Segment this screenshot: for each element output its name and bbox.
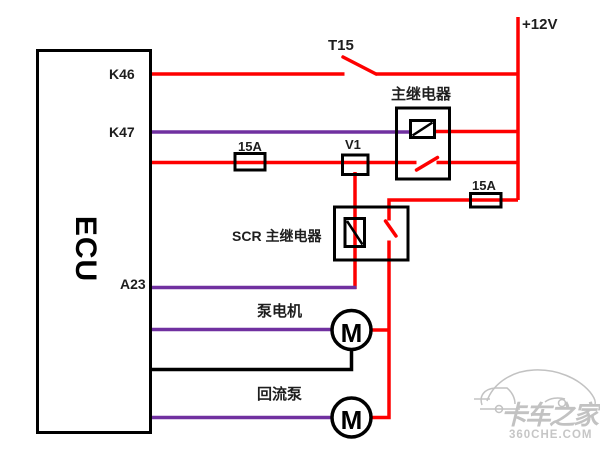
switch-t15-blade	[341, 55, 378, 76]
watermark-truck-icon	[474, 369, 596, 414]
pump-motor-label: 泵电机	[257, 303, 303, 320]
diode-v1-box	[341, 153, 370, 176]
watermark-site: 360CHE.COM	[509, 429, 593, 441]
fuse-left-box	[233, 152, 267, 172]
main-relay-coil	[409, 119, 436, 139]
scr-relay-box	[333, 205, 410, 262]
pump-motor-symbol: M	[340, 318, 363, 348]
pin-label-k47: K47	[109, 124, 135, 140]
diode-v1-label: V1	[345, 137, 361, 152]
main-relay-box	[395, 106, 451, 181]
main-relay-coil-diagonal	[411, 121, 434, 137]
mainrelay-contact-blade	[414, 155, 440, 172]
scr-contact-blade	[383, 219, 398, 238]
return-pump-symbol: M	[340, 405, 363, 435]
ecu-title: ECU	[69, 215, 102, 283]
main-relay-label: 主继电器	[391, 86, 452, 103]
wire-pump-ground	[152, 349, 354, 372]
ecu-box	[36, 49, 152, 434]
scr-relay-coil	[343, 217, 366, 248]
pump-motor-circle	[330, 308, 373, 352]
return-pump-label: 回流泵	[257, 386, 303, 403]
fuse-left-label: 15A	[238, 139, 262, 154]
pin-label-a23: A23	[120, 276, 146, 292]
switch-t15-label: T15	[328, 37, 354, 54]
watermark-brand: 卡车之家	[501, 400, 599, 430]
wire-12v-to-scr-contact	[387, 198, 518, 221]
power-label: +12V	[522, 16, 558, 33]
scr-relay-label: SCR 主继电器	[232, 228, 322, 244]
wire-scr-to-return-pump	[371, 240, 391, 420]
fuse-right-label: 15A	[472, 178, 496, 193]
return-pump-circle	[330, 396, 373, 439]
fuse-right-box	[469, 192, 503, 209]
scr-relay-coil-diagonal	[345, 220, 364, 246]
pin-label-k46: K46	[109, 66, 135, 82]
